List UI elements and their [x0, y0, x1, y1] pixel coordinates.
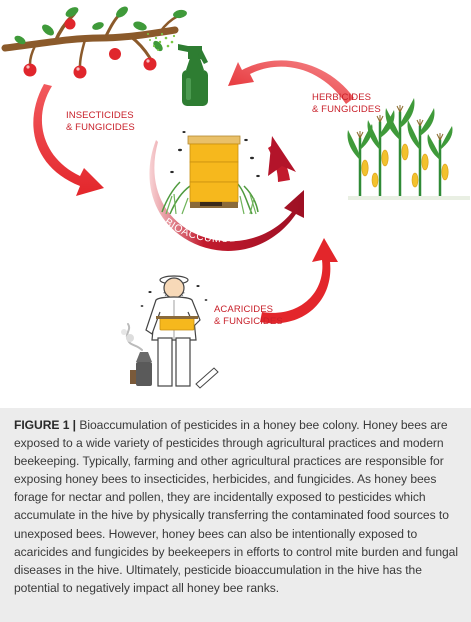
- figure-id: FIGURE 1 |: [14, 418, 77, 432]
- figure-caption: FIGURE 1 | Bioaccumulation of pesticides…: [0, 408, 471, 622]
- corn-field-icon: [347, 98, 470, 200]
- diagram-canvas: BIOACCUMULATION: [1, 6, 470, 389]
- apple-icon: [23, 18, 157, 79]
- caption-text: Bioaccumulation of pesticides in a honey…: [14, 418, 458, 595]
- beekeeper-icon: [140, 275, 208, 387]
- bee-smoker-icon: [121, 323, 152, 386]
- diagram-figure: BIOACCUMULATION: [1, 6, 470, 389]
- arrow-to-hive-left: [33, 84, 104, 196]
- herbicides-label-line2: & FUNGICIDES: [312, 104, 381, 115]
- acaricides-label-line2: & FUNGICIDES: [214, 316, 283, 327]
- arrow-to-hive-top: [228, 60, 354, 104]
- herbicides-label-line1: HERBICIDES: [312, 92, 371, 103]
- arrow-to-hive-bottom: [260, 238, 338, 324]
- apple-tree-branch-icon: [1, 6, 187, 79]
- beehive-icon: [161, 131, 260, 215]
- spray-bottle-icon: [147, 32, 208, 106]
- acaricides-label-line1: ACARICIDES: [214, 304, 273, 315]
- insecticides-label-line1: INSECTICIDES: [66, 110, 134, 121]
- hive-tool-icon: [195, 367, 219, 389]
- insecticides-label-line2: & FUNGICIDES: [66, 122, 135, 133]
